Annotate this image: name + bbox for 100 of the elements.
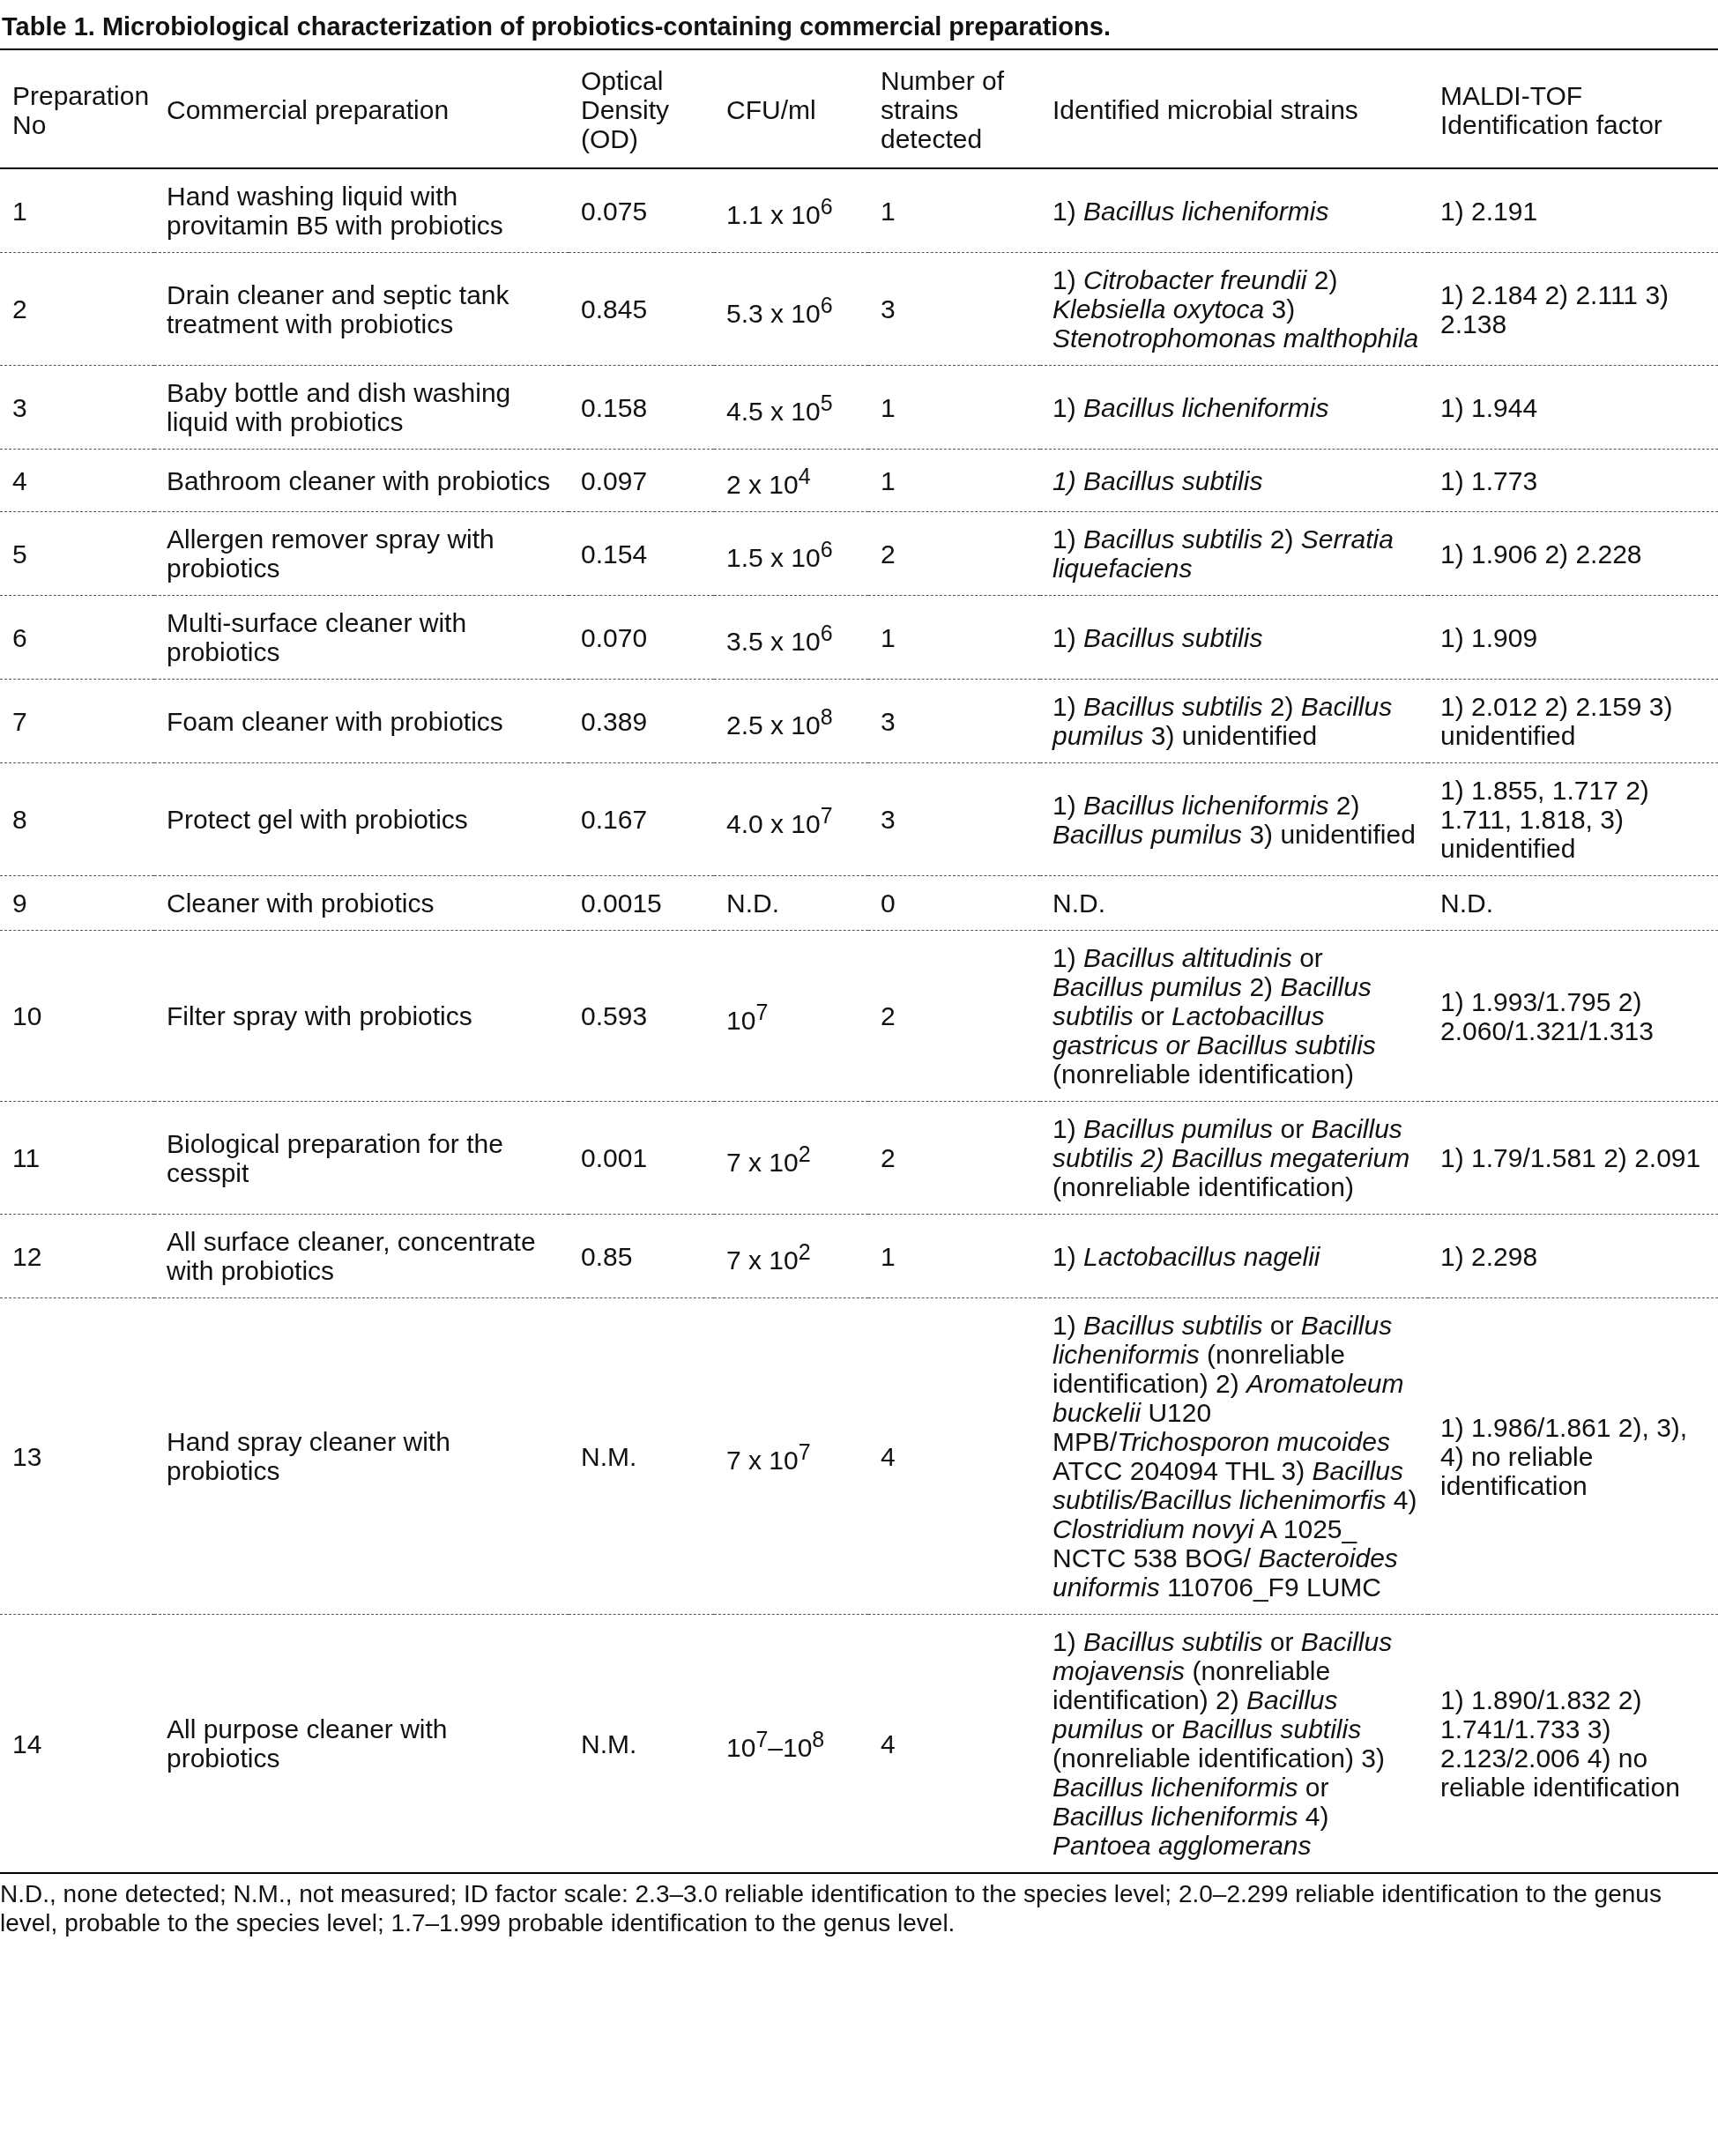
table-cell: 1 <box>868 1214 1040 1298</box>
table-cell: 1) 1.906 2) 2.228 <box>1428 511 1718 596</box>
table-cell: 1 <box>868 595 1040 680</box>
table-cell: 2 <box>868 1101 1040 1215</box>
table-cell: 12 <box>0 1214 154 1298</box>
table-cell: 1) 1.909 <box>1428 595 1718 680</box>
table-cell: 4 <box>868 1297 1040 1615</box>
table-cell: Biological preparation for the cesspit <box>154 1101 569 1215</box>
table-cell: 7 <box>0 679 154 763</box>
table-cell: 3 <box>0 365 154 450</box>
column-header: Number of strains detected <box>868 49 1040 168</box>
column-header: Optical Density (OD) <box>569 49 714 168</box>
table-cell: 1) Lactobacillus nagelii <box>1040 1214 1428 1298</box>
table-cell: 3 <box>868 762 1040 876</box>
table-cell: 0.167 <box>569 762 714 876</box>
column-header: Preparation No <box>0 49 154 168</box>
table-cell: 7 x 10$^{2}$ <box>714 1214 868 1298</box>
table-cell: N.M. <box>569 1614 714 1873</box>
table-cell: 2 <box>0 252 154 366</box>
table-cell: Hand spray cleaner with probiotics <box>154 1297 569 1615</box>
table-cell: 2 x 10$^{4}$ <box>714 449 868 512</box>
table-cell: 1) 2.012 2) 2.159 3) unidentified <box>1428 679 1718 763</box>
table-cell: 0.0015 <box>569 875 714 931</box>
table-cell: 4.0 x 10$^{7}$ <box>714 762 868 876</box>
table-cell: 1) Bacillus pumilus or Bacillus subtilis 2) Bacillus megaterium (nonreliable identification) <box>1040 1101 1428 1215</box>
table-cell: 1) 1.773 <box>1428 449 1718 512</box>
table-cell: 13 <box>0 1297 154 1615</box>
table-title: Table 1. Microbiological characterization of probiotics-containing commercial preparations. <box>2 12 1111 41</box>
table-cell: 1 <box>0 168 154 253</box>
table-cell: 8 <box>0 762 154 876</box>
column-header: MALDI-TOF Identification factor <box>1428 49 1718 168</box>
table-cell: 0.097 <box>569 449 714 512</box>
table-cell: 2 <box>868 930 1040 1102</box>
table-cell: 4.5 x 10$^{5}$ <box>714 365 868 450</box>
table-cell: 1) Bacillus licheniformis <box>1040 168 1428 253</box>
table-cell: 1) 2.191 <box>1428 168 1718 253</box>
table-cell: 0.845 <box>569 252 714 366</box>
table-cell: 0 <box>868 875 1040 931</box>
table-cell: N.D. <box>1428 875 1718 931</box>
table-cell: 1) 1.993/1.795 2) 2.060/1.321/1.313 <box>1428 930 1718 1102</box>
table-cell: 1) 1.944 <box>1428 365 1718 450</box>
table-cell: 1) Bacillus subtilis or Bacillus mojavensis (nonreliable identification) 2) Bacillus pumilus or Bacillus subtilis (nonreliable identification) 3) Bacillus licheniformis or Bacillus licheniformis 4) Pantoea agglomerans <box>1040 1614 1428 1873</box>
table-cell: 1) Bacillus subtilis or Bacillus licheniformis (nonreliable identification) 2) Aromatoleum buckelii U120 MPB/Trichosporon mucoides ATCC 204094 THL 3) Bacillus subtilis/Bacillus lichenimorfis 4) Clostridium novyi A 1025_ NCTC 538 BOG/ Bacteroides uniformis 110706_F9 LUMC <box>1040 1297 1428 1615</box>
table-cell: 1.1 x 10$^{6}$ <box>714 168 868 253</box>
table-cell: 1) Citrobacter freundii 2) Klebsiella oxytoca 3) Stenotrophomonas malthophila <box>1040 252 1428 366</box>
table-cell: 14 <box>0 1614 154 1873</box>
table-cell: 1) Bacillus subtilis 2) Bacillus pumilus 3) unidentified <box>1040 679 1428 763</box>
table-cell: 3 <box>868 252 1040 366</box>
table-cell: Baby bottle and dish washing liquid with probiotics <box>154 365 569 450</box>
table-cell: 1) Bacillus subtilis <box>1040 449 1428 512</box>
table-cell: 0.070 <box>569 595 714 680</box>
table-cell: 1) Bacillus subtilis <box>1040 595 1428 680</box>
table-cell: 0.389 <box>569 679 714 763</box>
table-cell: Cleaner with probiotics <box>154 875 569 931</box>
table-cell: 0.593 <box>569 930 714 1102</box>
table-cell: 7 x 10$^{2}$ <box>714 1101 868 1215</box>
table-cell: 1) 2.184 2) 2.111 3) 2.138 <box>1428 252 1718 366</box>
table-cell: 5.3 x 10$^{6}$ <box>714 252 868 366</box>
table-cell: Multi-surface cleaner with probiotics <box>154 595 569 680</box>
table-cell: 1) Bacillus licheniformis <box>1040 365 1428 450</box>
table-cell: 1.5 x 10$^{6}$ <box>714 511 868 596</box>
table-cell: 10$^{7}$–10$^{8}$ <box>714 1614 868 1873</box>
column-header: CFU/ml <box>714 49 868 168</box>
table-cell: Foam cleaner with probiotics <box>154 679 569 763</box>
table-cell: 1 <box>868 365 1040 450</box>
table-cell: 5 <box>0 511 154 596</box>
table-cell: 1) 2.298 <box>1428 1214 1718 1298</box>
table-cell: Drain cleaner and septic tank treatment with probiotics <box>154 252 569 366</box>
table-cell: 9 <box>0 875 154 931</box>
table-cell: Bathroom cleaner with probiotics <box>154 449 569 512</box>
table-cell: N.M. <box>569 1297 714 1615</box>
table-cell: 10$^{7}$ <box>714 930 868 1102</box>
table-cell: Hand washing liquid with provitamin B5 with probiotics <box>154 168 569 253</box>
table-cell: 0.154 <box>569 511 714 596</box>
table-cell: 7 x 10$^{7}$ <box>714 1297 868 1615</box>
table-cell: All purpose cleaner with probiotics <box>154 1614 569 1873</box>
table-cell: 0.85 <box>569 1214 714 1298</box>
table-cell: All surface cleaner, concentrate with probiotics <box>154 1214 569 1298</box>
table-cell: 1) Bacillus licheniformis 2) Bacillus pumilus 3) unidentified <box>1040 762 1428 876</box>
table-footnote: N.D., none detected; N.M., not measured; ID factor scale: 2.3–3.0 reliable identification to the species level; 2.0–2.299 reliable identification to the genus level, probable to the species level; 1.7–1.999 probable identification to the genus level. <box>0 1879 1662 1937</box>
table-cell: 4 <box>0 449 154 512</box>
table-cell: 1) 1.890/1.832 2) 1.741/1.733 3) 2.123/2.006 4) no reliable identification <box>1428 1614 1718 1873</box>
table-cell: Allergen remover spray with probiotics <box>154 511 569 596</box>
table-cell: Filter spray with probiotics <box>154 930 569 1102</box>
table-cell: N.D. <box>1040 875 1428 931</box>
table-cell: 1) 1.986/1.861 2), 3), 4) no reliable identification <box>1428 1297 1718 1615</box>
table-cell: Protect gel with probiotics <box>154 762 569 876</box>
table-cell: 1 <box>868 168 1040 253</box>
table-cell: 1) Bacillus altitudinis or Bacillus pumilus 2) Bacillus subtilis or Lactobacillus gastricus or Bacillus subtilis (nonreliable identification) <box>1040 930 1428 1102</box>
table-cell: 2.5 x 10$^{8}$ <box>714 679 868 763</box>
table-cell: 1) 1.855, 1.717 2) 1.711, 1.818, 3) unidentified <box>1428 762 1718 876</box>
table-cell: 1) 1.79/1.581 2) 2.091 <box>1428 1101 1718 1215</box>
table-cell: 0.158 <box>569 365 714 450</box>
table-cell: 11 <box>0 1101 154 1215</box>
table-cell: 10 <box>0 930 154 1102</box>
table-cell: 4 <box>868 1614 1040 1873</box>
table-cell: 0.001 <box>569 1101 714 1215</box>
table-cell: 1) Bacillus subtilis 2) Serratia liquefaciens <box>1040 511 1428 596</box>
table-cell: 3.5 x 10$^{6}$ <box>714 595 868 680</box>
column-header: Commercial preparation <box>154 49 569 168</box>
